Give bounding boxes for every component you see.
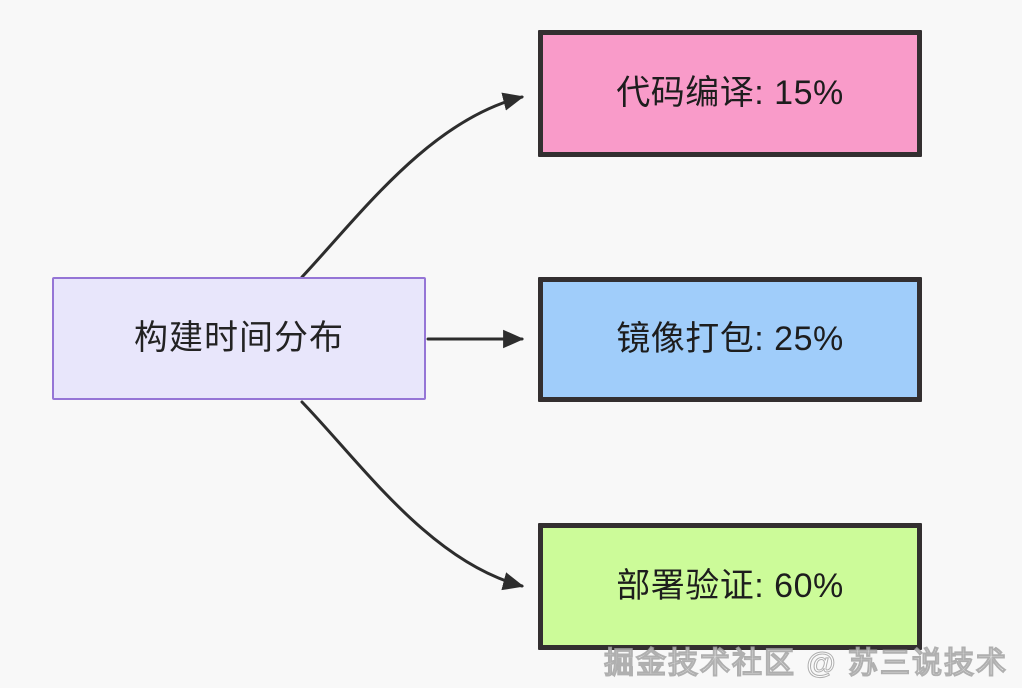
node-label-code-compile: 代码编译: 15% <box>616 74 844 113</box>
node-build-time-distribution[interactable]: 构建时间分布 <box>52 277 426 400</box>
edge-to-compile <box>300 92 525 279</box>
edge-to-verify <box>300 400 525 591</box>
node-image-package[interactable]: 镜像打包: 25% <box>538 277 922 402</box>
node-deploy-verify[interactable]: 部署验证: 60% <box>538 523 922 650</box>
node-label-image-package: 镜像打包: 25% <box>616 320 844 359</box>
node-code-compile[interactable]: 代码编译: 15% <box>538 30 922 157</box>
node-label-build-time-distribution: 构建时间分布 <box>134 319 344 358</box>
node-label-deploy-verify: 部署验证: 60% <box>616 567 844 606</box>
